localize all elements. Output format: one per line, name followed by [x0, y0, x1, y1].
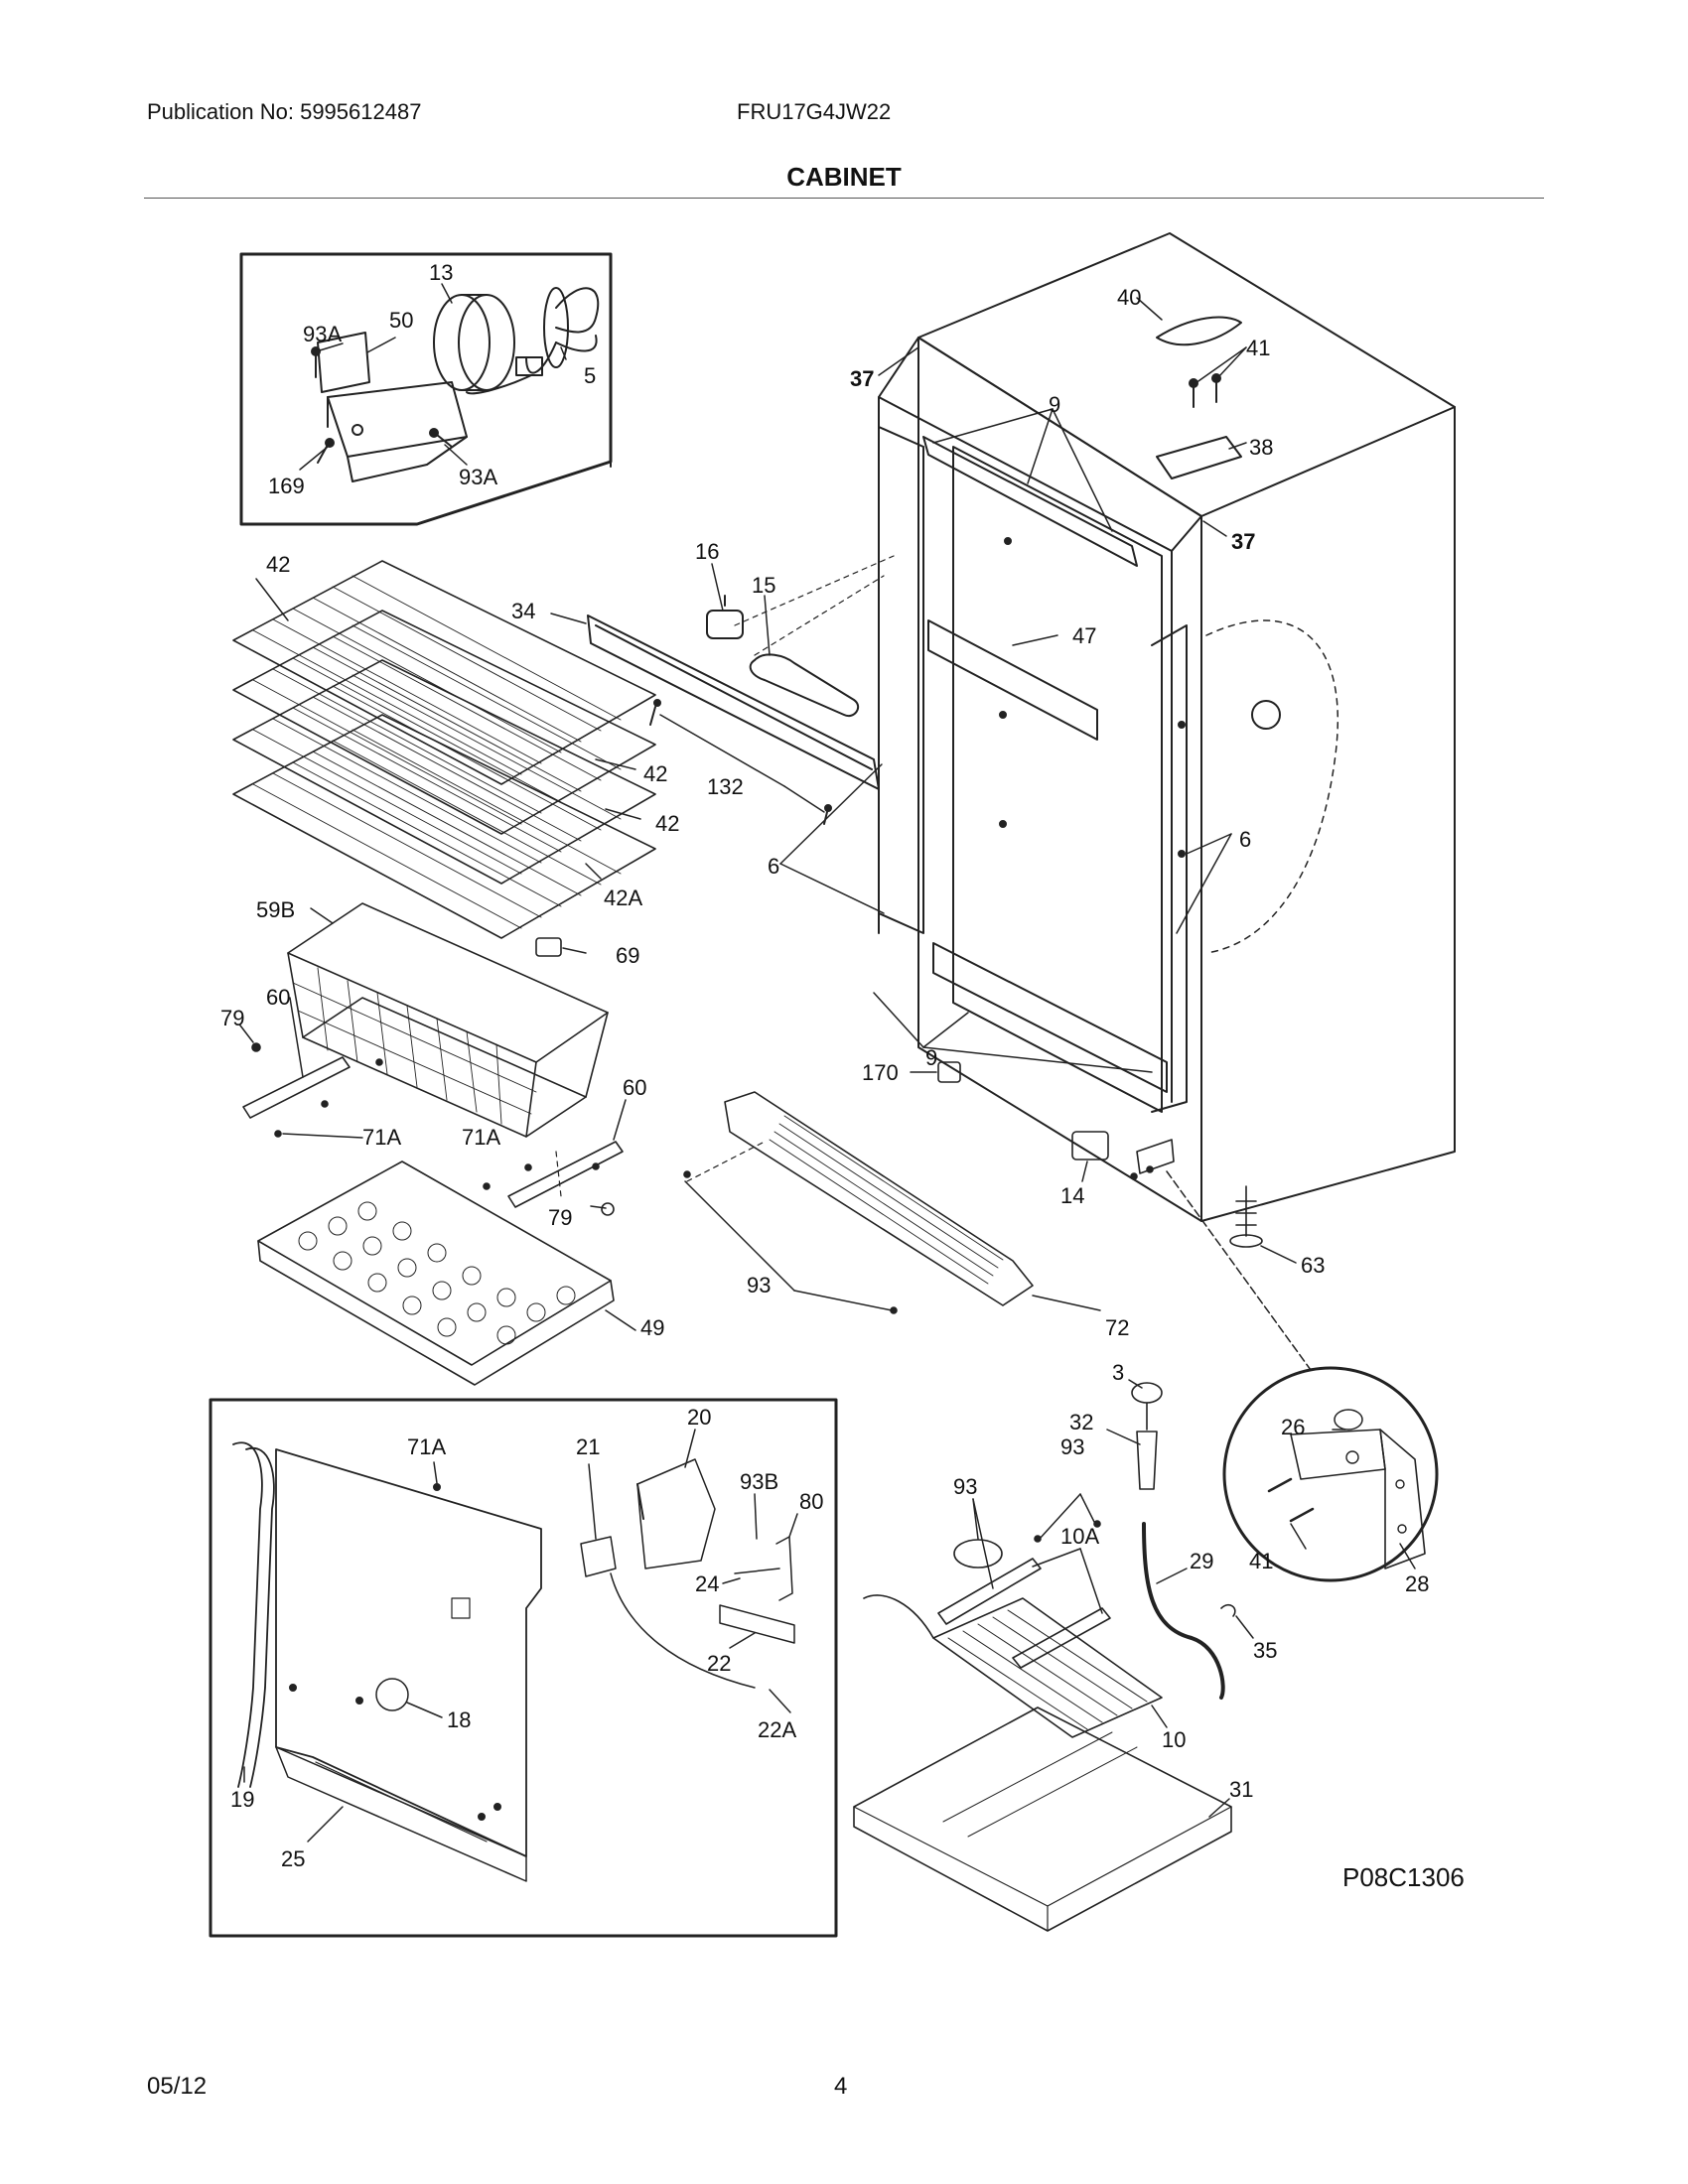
callout-38: 38 [1249, 435, 1273, 460]
kick-plate [683, 1061, 1101, 1314]
callout-42a: 42A [604, 886, 642, 910]
callout-42: 42 [655, 811, 679, 836]
callout-22: 22 [707, 1651, 731, 1676]
header-rule [144, 198, 1544, 199]
callout-63: 63 [1301, 1253, 1325, 1278]
callout-6: 6 [768, 854, 779, 879]
callout-34: 34 [511, 599, 535, 623]
callout-25: 25 [281, 1846, 305, 1871]
callout-6: 6 [1239, 827, 1251, 852]
page-number: 4 [834, 2073, 848, 2100]
callout-79: 79 [548, 1205, 572, 1230]
callout-169: 169 [268, 474, 305, 498]
callout-50: 50 [389, 308, 413, 333]
callout-3: 3 [1112, 1360, 1124, 1385]
callout-60: 60 [266, 985, 290, 1010]
callout-79: 79 [220, 1006, 244, 1030]
switch-and-leveler [1071, 1131, 1312, 1371]
light-assembly [550, 555, 895, 825]
callout-40: 40 [1117, 285, 1141, 310]
callout-10: 10 [1162, 1727, 1186, 1752]
callout-47: 47 [1072, 623, 1096, 648]
callout-22a: 22A [758, 1717, 796, 1742]
callout-41: 41 [1246, 336, 1270, 360]
callout-71a: 71A [407, 1434, 446, 1459]
callout-26: 26 [1281, 1415, 1305, 1439]
callout-69: 69 [616, 943, 639, 968]
fan-motor-inset [239, 252, 613, 526]
callout-59b: 59B [256, 897, 295, 922]
callout-35: 35 [1253, 1638, 1277, 1663]
bottom-grille [257, 1160, 636, 1386]
callout-24: 24 [695, 1571, 719, 1596]
callout-31: 31 [1229, 1777, 1253, 1802]
model-number: FRU17G4JW22 [737, 99, 892, 124]
callout-93b: 93B [740, 1469, 778, 1494]
callout-132: 132 [707, 774, 744, 799]
callout-9: 9 [925, 1045, 937, 1070]
callout-42: 42 [643, 761, 667, 786]
callout-13: 13 [429, 260, 453, 285]
basket-assembly [239, 902, 627, 1216]
callout-60: 60 [623, 1075, 646, 1100]
callout-37: 37 [1231, 529, 1255, 554]
drain-pan-assembly [853, 1379, 1254, 1932]
callout-93a: 93A [303, 322, 342, 346]
publication-date: 05/12 [147, 2073, 208, 2100]
cabinet-body [779, 232, 1456, 1222]
publication-number: Publication No: 5995612487 [147, 99, 422, 124]
callout-16: 16 [695, 539, 719, 564]
callout-42: 42 [266, 552, 290, 577]
callout-15: 15 [752, 573, 775, 598]
callout-29: 29 [1190, 1549, 1213, 1573]
callout-71a: 71A [462, 1125, 500, 1150]
callout-49: 49 [640, 1315, 664, 1340]
diagram-code: P08C1306 [1342, 1862, 1465, 1892]
callout-18: 18 [447, 1707, 471, 1732]
callout-28: 28 [1405, 1571, 1429, 1596]
callout-80: 80 [799, 1489, 823, 1514]
callout-10a: 10A [1060, 1524, 1099, 1549]
callout-32: 32 [1069, 1410, 1093, 1434]
callout-9: 9 [1049, 392, 1060, 417]
hinge-detail [1222, 1366, 1439, 1582]
callout-93: 93 [953, 1474, 977, 1499]
evaporator-cover-inset [209, 1398, 838, 1938]
callout-170: 170 [862, 1060, 899, 1085]
callout-14: 14 [1060, 1183, 1084, 1208]
callout-21: 21 [576, 1434, 600, 1459]
callout-41: 41 [1249, 1549, 1273, 1573]
section-title: CABINET [786, 162, 902, 192]
callout-19: 19 [230, 1787, 254, 1812]
callout-labels: 13 93A 50 5 169 93A 40 41 37 9 38 37 42 … [220, 260, 1429, 1871]
wire-shelves [232, 560, 656, 939]
callout-37: 37 [850, 366, 874, 391]
callout-5: 5 [584, 363, 596, 388]
callout-93: 93 [1060, 1434, 1084, 1459]
callout-72: 72 [1105, 1315, 1129, 1340]
callout-71a: 71A [362, 1125, 401, 1150]
callout-93: 93 [747, 1273, 771, 1297]
callout-20: 20 [687, 1405, 711, 1430]
callout-93a: 93A [459, 465, 497, 489]
